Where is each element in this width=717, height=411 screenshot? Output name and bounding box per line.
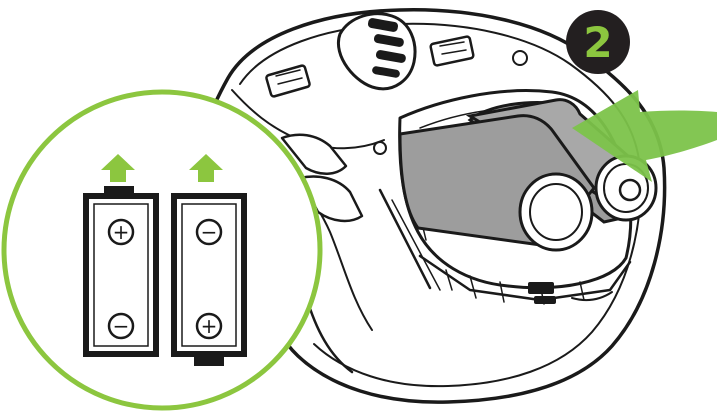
battery-2-bottom-terminal: + (201, 314, 218, 338)
battery-front (398, 114, 596, 252)
up-arrow-left (101, 154, 135, 182)
callout-battery-1: + − (83, 186, 159, 357)
screw-hole-top (512, 50, 528, 66)
step-number: 2 (583, 18, 612, 67)
callout-ring (1, 89, 323, 411)
battery-2-top-terminal: − (201, 220, 218, 244)
top-slot-right (429, 35, 475, 67)
step-number-badge: 2 (566, 10, 630, 74)
battery-back-terminal (618, 178, 642, 202)
side-button-front (280, 133, 348, 175)
battery-1-top-terminal: + (113, 220, 130, 244)
side-button-back (298, 175, 364, 223)
screw-hole-left (373, 141, 387, 155)
battery-contact (528, 282, 554, 294)
insert-direction-arrow (572, 90, 717, 182)
top-slot-left (265, 64, 311, 98)
scroll-wheel (336, 12, 417, 91)
polarity-callout: + − − + (1, 89, 323, 411)
callout-battery-2: − + (171, 193, 247, 366)
battery-1-bottom-terminal: − (113, 314, 130, 338)
inserted-batteries (398, 98, 658, 252)
up-arrow-right (189, 154, 223, 182)
